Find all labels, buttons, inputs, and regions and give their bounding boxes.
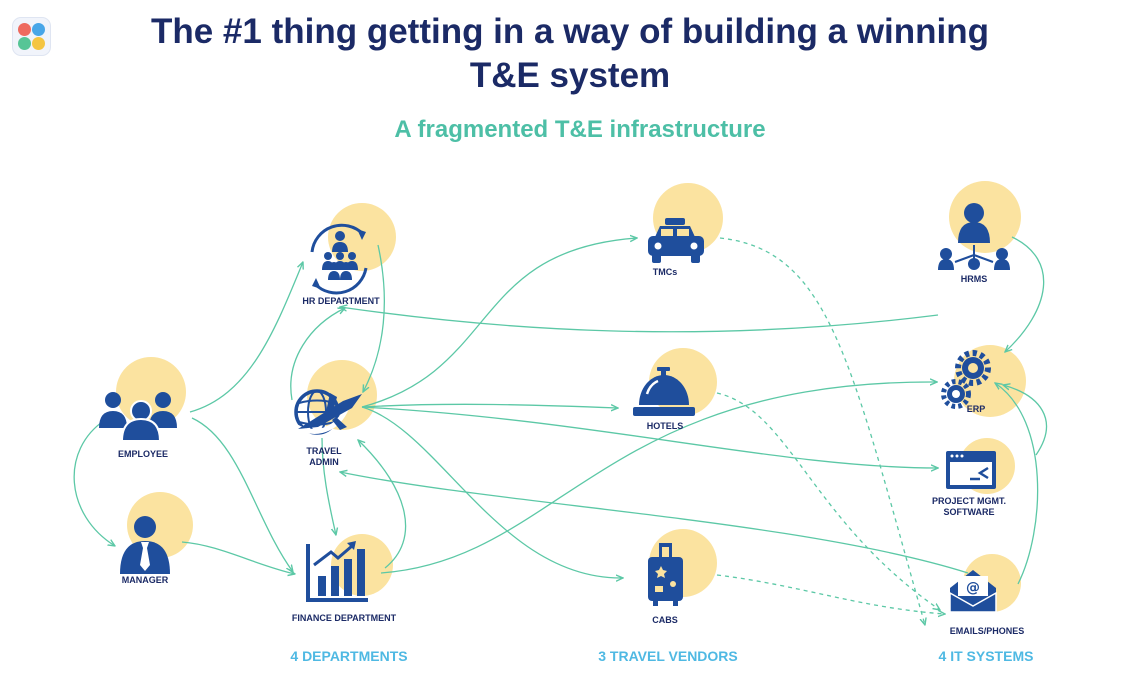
node-label-travel-admin: TRAVEL ADMIN xyxy=(306,446,341,468)
connectors xyxy=(73,236,1048,625)
org-chart-icon xyxy=(938,203,1010,270)
edge-travel-cabs xyxy=(361,406,623,578)
airplane-globe-icon xyxy=(293,389,362,435)
bar-chart-icon xyxy=(306,541,368,602)
category-it-systems: 4 IT SYSTEMS xyxy=(938,648,1034,664)
node-label-manager: MANAGER xyxy=(121,575,169,585)
highlight-circle-employee xyxy=(116,357,186,427)
edge-travel-hr xyxy=(290,308,345,401)
taxi-icon xyxy=(648,218,704,263)
envelope-icon: @ xyxy=(949,570,997,613)
category-departments: 4 DEPARTMENTS xyxy=(290,648,408,664)
edge-employee-hr xyxy=(189,262,303,413)
edge-employee-manager xyxy=(73,419,115,546)
manager-icon xyxy=(120,516,170,574)
edge-email-travel xyxy=(340,472,969,574)
node-label-hotels: HOTELS xyxy=(646,421,684,431)
node-label-tmcs: TMCs xyxy=(652,267,678,277)
page-title: The #1 thing getting in a way of buildin… xyxy=(0,10,1140,98)
edge-hotels-email xyxy=(716,392,940,610)
node-label-hrms: HRMS xyxy=(960,274,988,284)
node-label-emails-phones: EMAILS/PHONES xyxy=(949,626,1025,636)
edge-hrms-erp xyxy=(1005,236,1045,352)
travel-admin-line-1: TRAVEL xyxy=(306,446,342,456)
travel-admin-line-2: ADMIN xyxy=(309,457,339,467)
edge-employee-finance xyxy=(191,417,293,572)
edge-cabs-email xyxy=(716,574,945,614)
gears-icon xyxy=(941,350,991,409)
edge-hrms-hr xyxy=(340,307,939,333)
app-logo xyxy=(12,17,51,56)
terminal-window-icon xyxy=(946,451,996,489)
category-travel-vendors: 3 TRAVEL VENDORS xyxy=(598,648,738,664)
edge-travel-tmcs xyxy=(361,238,637,408)
edge-finance-travel xyxy=(358,440,407,569)
title-line-2: T&E system xyxy=(469,56,671,95)
svg-text:@: @ xyxy=(966,580,980,596)
node-label-erp: ERP xyxy=(966,404,986,414)
node-label-hr: HR DEPARTMENT xyxy=(302,296,380,306)
highlight-circles xyxy=(116,181,1026,612)
edge-manager-finance xyxy=(181,541,295,574)
edge-finance-erp xyxy=(380,382,937,574)
title-line-1: The #1 thing getting in a way of buildin… xyxy=(150,12,990,51)
edge-travel-pm xyxy=(361,406,938,468)
project-mgmt-line-1: PROJECT MGMT. xyxy=(931,496,1007,506)
edge-travel-finance xyxy=(321,437,336,535)
edge-tmcs-email xyxy=(719,237,925,625)
edge-email-erp xyxy=(995,383,1039,585)
edge-pm-erp xyxy=(1003,385,1048,456)
page-subtitle: A fragmented T&E infrastructure xyxy=(394,116,766,143)
project-mgmt-line-2: SOFTWARE xyxy=(943,507,995,517)
edge-hr-travel xyxy=(363,244,385,392)
edge-travel-hotels xyxy=(361,403,618,408)
service-bell-icon xyxy=(633,367,695,416)
node-label-cabs: CABS xyxy=(652,615,678,625)
node-label-employee: EMPLOYEE xyxy=(117,449,169,459)
suitcase-icon xyxy=(648,543,683,606)
node-label-finance: FINANCE DEPARTMENT xyxy=(291,613,397,623)
hr-cycle-icon xyxy=(310,223,368,295)
group-icon xyxy=(99,392,177,442)
node-label-project-mgmt: PROJECT MGMT. SOFTWARE xyxy=(932,496,1006,518)
